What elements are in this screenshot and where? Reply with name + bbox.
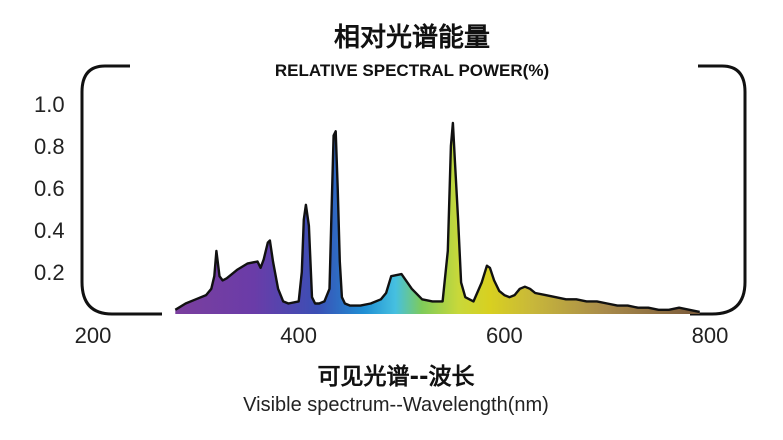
y-axis-ticks: 0.2 0.4 0.6 0.8 1.0 xyxy=(34,92,65,285)
chart-subtitle: RELATIVE SPECTRAL POWER(%) xyxy=(275,61,549,80)
x-axis-label-secondary: Visible spectrum--Wavelength(nm) xyxy=(243,394,549,416)
frame-left-bracket xyxy=(80,64,162,316)
x-tick-label: 400 xyxy=(280,323,317,348)
x-tick-label: 600 xyxy=(486,323,523,348)
y-tick-label: 0.6 xyxy=(34,176,65,201)
x-axis-label: 可见光谱--波长 xyxy=(317,363,475,390)
chart-title: 相对光谱能量 xyxy=(334,22,490,53)
y-tick-label: 0.2 xyxy=(34,260,65,285)
y-tick-label: 0.8 xyxy=(34,134,65,159)
frame-right-bracket xyxy=(690,64,747,316)
y-tick-label: 1.0 xyxy=(34,92,65,117)
x-tick-label: 200 xyxy=(75,323,112,348)
x-tick-label: 800 xyxy=(692,323,729,348)
spectrum-area xyxy=(175,122,700,315)
y-tick-label: 0.4 xyxy=(34,218,65,243)
x-axis-ticks: 200 400 600 800 xyxy=(75,323,729,348)
spectrum-outline xyxy=(174,121,700,314)
